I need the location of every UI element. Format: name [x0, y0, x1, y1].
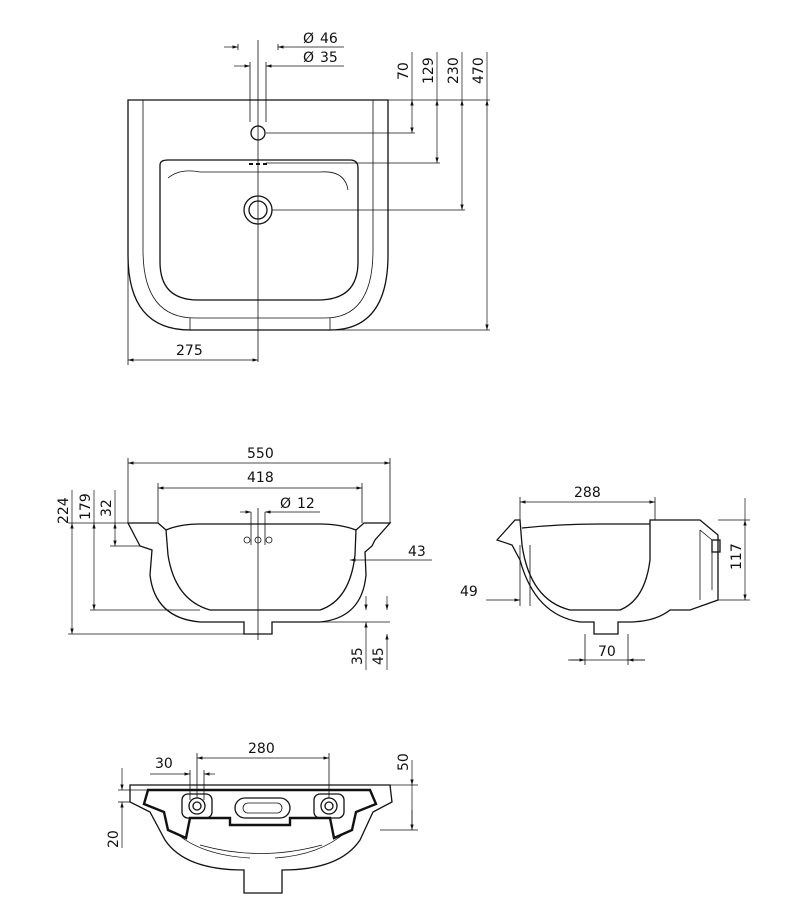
bottom-view: 30 280 50 20 — [106, 741, 418, 894]
dim-45: 45 — [371, 647, 387, 665]
dim-129: 129 — [421, 57, 437, 84]
width-418: 418 — [247, 470, 274, 486]
front-section-shell — [126, 522, 392, 635]
top-view-outline — [127, 99, 389, 331]
dim-70-top: 70 — [396, 62, 412, 80]
dim-280: 280 — [248, 741, 275, 757]
height-224: 224 — [56, 497, 72, 524]
bottom-view-rim — [142, 788, 378, 840]
dim-20: 20 — [106, 830, 122, 848]
diameter-symbol-46: Ø — [303, 31, 314, 47]
bottom-view-outline — [129, 784, 393, 894]
dim-70-side: 70 — [598, 644, 616, 660]
overflow-dia-label: 12 — [297, 496, 315, 512]
width-288: 288 — [574, 485, 601, 501]
top-view-bowl — [159, 159, 359, 301]
front-section-view: Ø 12 550 418 224 179 32 43 35 — [56, 446, 432, 670]
tap-hole-inner-label: 35 — [320, 50, 338, 66]
dim-43: 43 — [408, 544, 426, 560]
diameter-symbol-35: Ø — [303, 50, 314, 66]
height-32: 32 — [99, 499, 115, 517]
height-117: 117 — [729, 543, 745, 570]
top-view: Ø 46 Ø 35 70 129 230 470 275 — [127, 31, 490, 365]
tap-hole-outer-label: 46 — [320, 31, 338, 47]
dim-30: 30 — [155, 756, 173, 772]
side-section-view: 288 117 49 70 — [460, 485, 750, 665]
diameter-symbol-12: Ø — [280, 496, 291, 512]
dim-275: 275 — [176, 343, 203, 359]
height-179: 179 — [78, 493, 94, 520]
dim-470: 470 — [471, 57, 487, 84]
dim-49: 49 — [460, 584, 478, 600]
dim-35: 35 — [350, 647, 366, 665]
dim-230: 230 — [446, 57, 462, 84]
dim-50: 50 — [396, 753, 412, 771]
width-550: 550 — [247, 446, 274, 462]
